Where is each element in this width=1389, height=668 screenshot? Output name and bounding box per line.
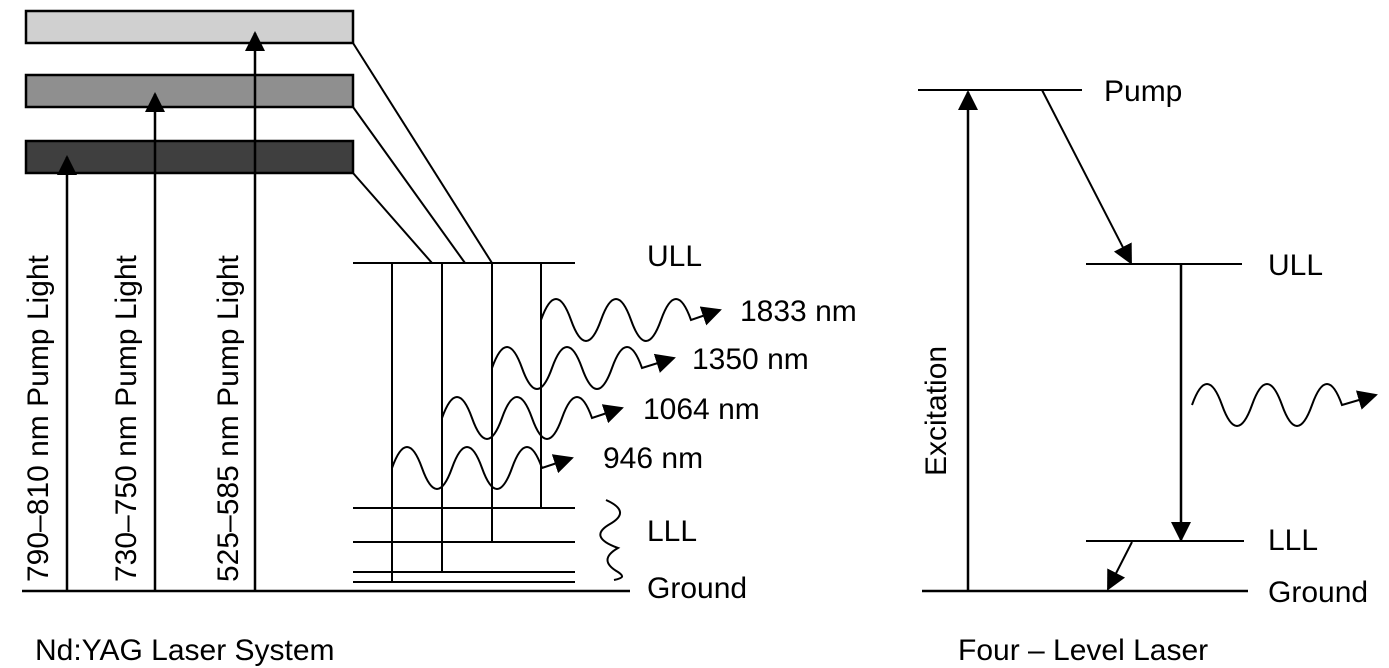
pump-decay-arrow (1041, 89, 1132, 265)
emission-label-1064: 1064 nm (643, 393, 760, 426)
ull-label-right: ULL (1268, 249, 1323, 282)
relax-line-mid (352, 106, 466, 264)
emission-wave-1064 (441, 396, 624, 440)
pump-label-525-585: 525–585 nm Pump Light (212, 254, 245, 582)
pump-label-730-750: 730–750 nm Pump Light (110, 254, 143, 582)
ndyag-diagram: 790–810 nm Pump Light 730–750 nm Pump Li… (22, 9, 857, 667)
ground-label: Ground (647, 572, 747, 605)
excitation-label: Excitation (920, 346, 953, 476)
lll-label: LLL (647, 515, 697, 548)
lll-decay-arrow (1107, 541, 1133, 591)
relax-line-top (352, 42, 493, 264)
emission-wave-946 (391, 446, 574, 490)
lll-brace (599, 499, 624, 581)
pump-band-790-810 (24, 139, 355, 175)
lll-label-right: LLL (1268, 524, 1318, 557)
pump-label: Pump (1104, 75, 1182, 108)
emission-label-1350: 1350 nm (692, 343, 809, 376)
ull-label: ULL (647, 240, 702, 273)
relax-line-low (352, 172, 433, 264)
ground-label-right: Ground (1268, 576, 1368, 609)
emission-wave-1833 (540, 298, 722, 342)
pump-band-730-750 (24, 73, 355, 109)
emission-wave-1350 (491, 346, 676, 390)
four-level-caption: Four – Level Laser (958, 634, 1208, 667)
pump-band-525-585 (24, 9, 355, 45)
pump-label-790-810: 790–810 nm Pump Light (22, 254, 55, 582)
emission-label-946: 946 nm (603, 442, 703, 475)
ndyag-caption: Nd:YAG Laser System (35, 634, 335, 667)
four-level-diagram: Excitation Pump ULL LLL Ground Four – Le… (918, 75, 1378, 667)
emission-label-1833: 1833 nm (740, 295, 857, 328)
photon-wave (1191, 383, 1378, 427)
